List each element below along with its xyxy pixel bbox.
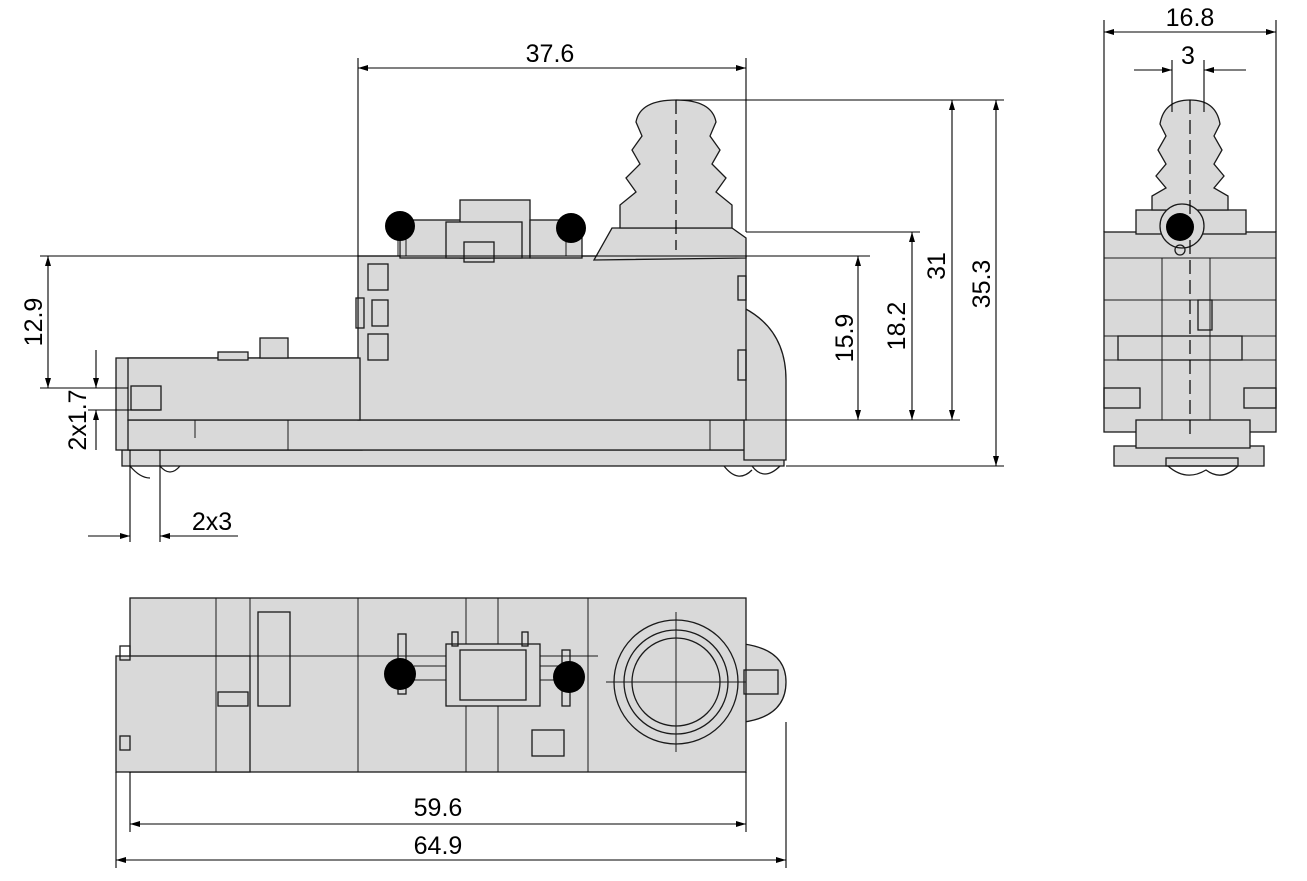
dim-37-6: 37.6 bbox=[526, 40, 575, 68]
dimension-lines bbox=[40, 20, 1277, 868]
dim-16-8: 16.8 bbox=[1166, 4, 1215, 32]
side-lower-block bbox=[1135, 419, 1251, 449]
dimension-labels: 37.6 16.8 3 12.9 2x1.7 15.9 18.2 31 35.3… bbox=[20, 4, 1214, 860]
side-clip bbox=[1197, 299, 1213, 331]
front-view bbox=[115, 99, 787, 479]
front-window-1 bbox=[367, 263, 389, 291]
side-inner-rect bbox=[1117, 335, 1243, 361]
front-lower-strip bbox=[127, 419, 785, 451]
front-knob-left bbox=[385, 211, 415, 241]
front-base-rail bbox=[121, 449, 785, 467]
dim-64-9: 64.9 bbox=[414, 832, 463, 860]
front-mech-front bbox=[445, 221, 523, 259]
side-view bbox=[1103, 99, 1277, 476]
top-knob-right bbox=[553, 661, 585, 693]
dim-59-6: 59.6 bbox=[414, 794, 463, 822]
front-right-notch-2 bbox=[737, 349, 747, 381]
dim-15-9: 15.9 bbox=[831, 314, 859, 363]
top-slot-long bbox=[257, 611, 291, 707]
front-left-clip bbox=[217, 351, 249, 361]
front-left-tab bbox=[259, 337, 289, 359]
front-mech-slot bbox=[463, 241, 495, 263]
front-window-3 bbox=[367, 333, 389, 361]
front-main-body bbox=[357, 255, 747, 421]
side-knob bbox=[1166, 213, 1194, 241]
dim-12-9: 12.9 bbox=[20, 298, 48, 347]
dim-31: 31 bbox=[923, 252, 951, 280]
side-base bbox=[1113, 445, 1265, 467]
top-view bbox=[115, 597, 787, 773]
front-right-notch-1 bbox=[737, 275, 747, 301]
top-slot-small bbox=[217, 691, 249, 707]
front-actuator-base bbox=[592, 227, 747, 261]
front-right-head bbox=[743, 306, 787, 461]
top-square bbox=[531, 729, 565, 757]
front-window-2 bbox=[371, 299, 389, 327]
top-knob-left bbox=[384, 658, 416, 690]
front-knob-right bbox=[556, 213, 586, 243]
side-right-slot bbox=[1243, 387, 1277, 409]
dim-18-2: 18.2 bbox=[883, 302, 911, 351]
top-left-block bbox=[115, 655, 251, 773]
side-left-slot bbox=[1103, 387, 1141, 409]
front-left-box bbox=[127, 357, 361, 421]
dim-35-3: 35.3 bbox=[968, 260, 996, 309]
dim-2x1-7: 2x1.7 bbox=[64, 389, 92, 450]
dim-3: 3 bbox=[1181, 42, 1195, 70]
top-right-cap bbox=[743, 643, 787, 723]
dim-2x3: 2x3 bbox=[192, 508, 232, 536]
top-mech-inner bbox=[459, 649, 527, 701]
front-side-notch bbox=[355, 297, 365, 329]
side-base-slot bbox=[1165, 457, 1239, 467]
